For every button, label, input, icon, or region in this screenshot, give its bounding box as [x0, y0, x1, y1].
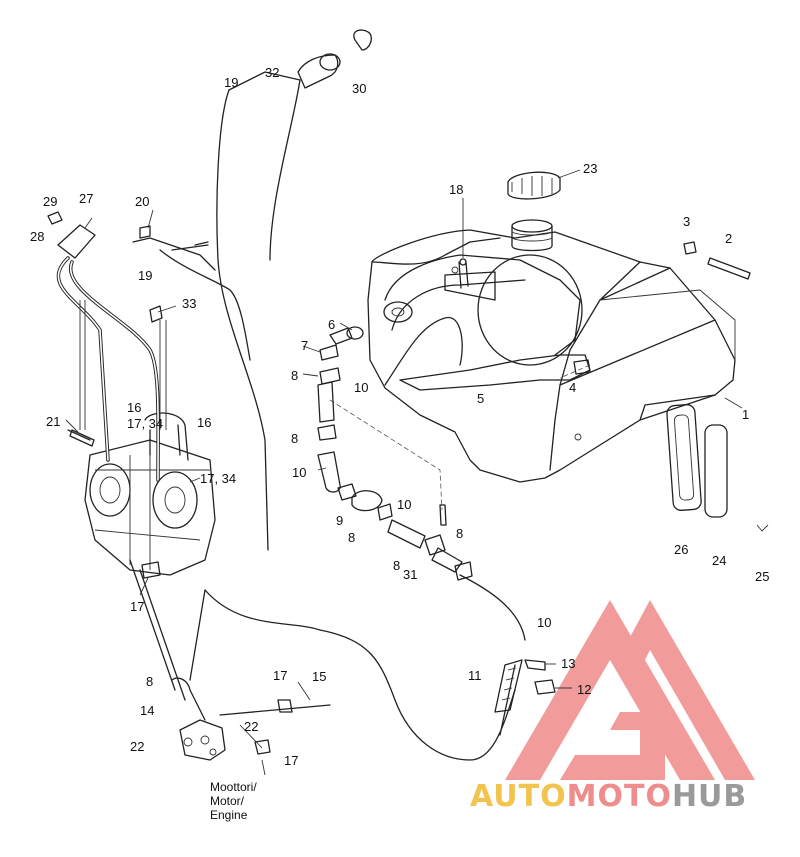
label-8-a: 8 — [291, 368, 298, 383]
label-24: 24 — [712, 553, 726, 568]
label-2: 2 — [725, 231, 732, 246]
label-18: 18 — [449, 182, 463, 197]
label-31: 31 — [403, 567, 417, 582]
fuel-sender — [458, 258, 469, 289]
hose-route-dashed — [329, 399, 443, 511]
label-16-a: 16 — [127, 400, 141, 415]
label-10-a: 10 — [354, 380, 368, 395]
engine-note-line-3: Engine — [210, 808, 248, 822]
label-30: 30 — [352, 81, 366, 96]
leader-lines — [65, 169, 743, 776]
engine-note-line-1: Moottori/ — [210, 780, 257, 794]
label-4: 4 — [569, 380, 576, 395]
label-20: 20 — [135, 194, 149, 209]
label-29: 29 — [43, 194, 57, 209]
label-23: 23 — [583, 161, 597, 176]
label-1: 1 — [742, 407, 749, 422]
fuel-cap — [507, 171, 561, 200]
watermark-auto: AUTO — [470, 779, 567, 814]
label-25: 25 — [755, 569, 769, 584]
watermark-g-shape — [560, 712, 665, 780]
fuel-hoses — [132, 71, 526, 761]
label-10-d: 10 — [537, 615, 551, 630]
label-15: 15 — [312, 669, 326, 684]
fuel-tank — [367, 229, 736, 483]
label-17-e: 17 — [284, 753, 298, 768]
watermark-moto: MOTO — [567, 779, 672, 814]
engine-note-line-2: Motor/ — [210, 794, 245, 808]
label-19-a: 19 — [224, 75, 238, 90]
label-22-a: 22 — [244, 719, 258, 734]
label-33: 33 — [182, 296, 196, 311]
label-17-c: 17 — [130, 599, 144, 614]
label-8-c: 8 — [348, 530, 355, 545]
watermark-hub: HUB — [672, 779, 747, 814]
label-9: 9 — [336, 513, 343, 528]
label-3: 3 — [683, 214, 690, 229]
carburetor-assembly — [84, 412, 216, 576]
tank-straps — [666, 404, 769, 532]
watermark-text: AUTOMOTOHUB — [470, 779, 747, 814]
hose-fittings — [47, 29, 591, 755]
label-32: 32 — [265, 65, 279, 80]
label-8-d: 8 — [456, 526, 463, 541]
label-14: 14 — [140, 703, 154, 718]
label-28: 28 — [30, 229, 44, 244]
filler-neck — [511, 219, 553, 252]
label-8-f: 8 — [146, 674, 153, 689]
fuel-pump — [129, 559, 226, 761]
label-26: 26 — [674, 542, 688, 557]
label-17-34-b: 17, 34 — [200, 471, 236, 486]
engine-note: Moottori/ Motor/ Engine — [210, 780, 257, 822]
label-13: 13 — [561, 656, 575, 671]
label-12: 12 — [577, 682, 591, 697]
label-6: 6 — [328, 317, 335, 332]
label-19-b: 19 — [138, 268, 152, 283]
label-22-b: 22 — [130, 739, 144, 754]
label-11: 11 — [468, 668, 482, 683]
part-labels: 1 2 3 4 5 6 7 8 8 8 8 8 8 9 10 10 10 10 … — [30, 65, 769, 768]
label-17-d: 17 — [273, 668, 287, 683]
label-8-b: 8 — [291, 431, 298, 446]
label-17-34-a: 17, 34 — [127, 416, 163, 431]
label-16-b: 16 — [197, 415, 211, 430]
throttle-cables — [56, 217, 167, 482]
watermark-triangle-right — [615, 600, 755, 780]
label-7: 7 — [301, 338, 308, 353]
label-10-b: 10 — [292, 465, 306, 480]
label-5: 5 — [477, 391, 484, 406]
label-8-e: 8 — [393, 558, 400, 573]
label-27: 27 — [79, 191, 93, 206]
watermark-logo — [505, 600, 755, 780]
label-10-c: 10 — [397, 497, 411, 512]
bolt-and-nut — [683, 241, 751, 280]
label-21: 21 — [46, 414, 60, 429]
